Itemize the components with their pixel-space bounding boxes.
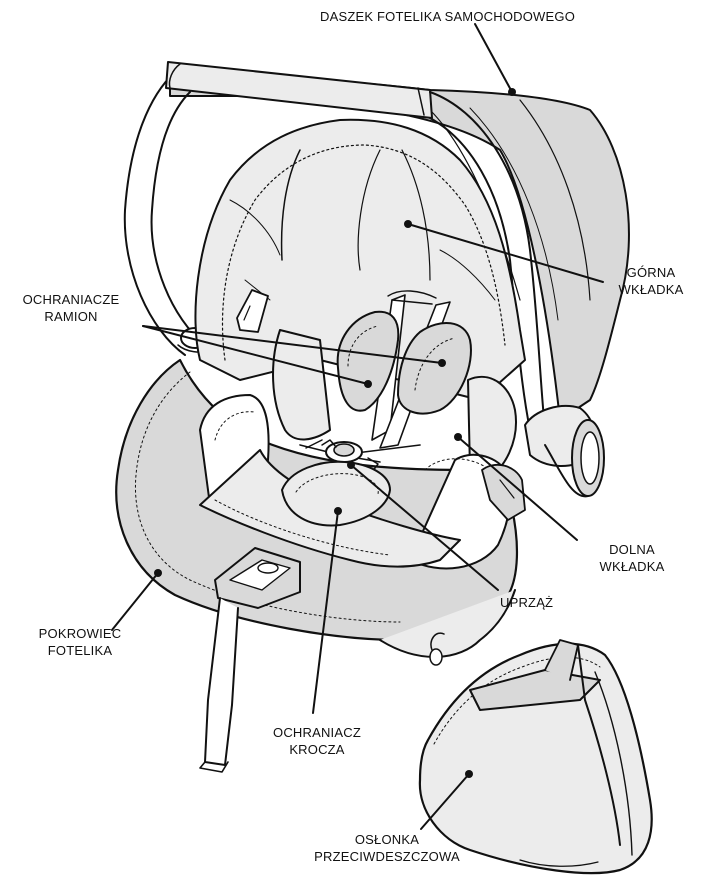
label-harness: UPRZĄŻ bbox=[500, 594, 553, 611]
label-upper-insert-line-2: WKŁADKA bbox=[604, 281, 698, 298]
label-crotch-pad-line-1: OCHRANIACZ bbox=[262, 724, 372, 741]
label-canopy: DASZEK FOTELIKA SAMOCHODOWEGO bbox=[320, 8, 575, 25]
label-shoulder-pads-line-2: RAMION bbox=[6, 308, 136, 325]
label-seat-cover: POKROWIEC FOTELIKA bbox=[28, 625, 132, 659]
label-lower-insert-line-1: DOLNA bbox=[576, 541, 688, 558]
label-canopy-line-1: DASZEK FOTELIKA SAMOCHODOWEGO bbox=[320, 8, 575, 25]
label-upper-insert-line-1: GÓRNA bbox=[604, 264, 698, 281]
label-crotch-pad-line-2: KROCZA bbox=[262, 741, 372, 758]
label-lower-insert: DOLNA WKŁADKA bbox=[576, 541, 688, 575]
label-lower-insert-line-2: WKŁADKA bbox=[576, 558, 688, 575]
label-harness-line-1: UPRZĄŻ bbox=[500, 594, 553, 611]
label-upper-insert: GÓRNA WKŁADKA bbox=[604, 264, 698, 298]
label-shoulder-pads: OCHRANIACZE RAMION bbox=[6, 291, 136, 325]
label-rain-cover: OSŁONKA PRZECIWDESZCZOWA bbox=[292, 831, 482, 865]
label-seat-cover-line-2: FOTELIKA bbox=[28, 642, 132, 659]
label-crotch-pad: OCHRANIACZ KROCZA bbox=[262, 724, 372, 758]
label-seat-cover-line-1: POKROWIEC bbox=[28, 625, 132, 642]
label-rain-cover-line-2: PRZECIWDESZCZOWA bbox=[292, 848, 482, 865]
label-shoulder-pads-line-1: OCHRANIACZE bbox=[6, 291, 136, 308]
label-rain-cover-line-1: OSŁONKA bbox=[292, 831, 482, 848]
